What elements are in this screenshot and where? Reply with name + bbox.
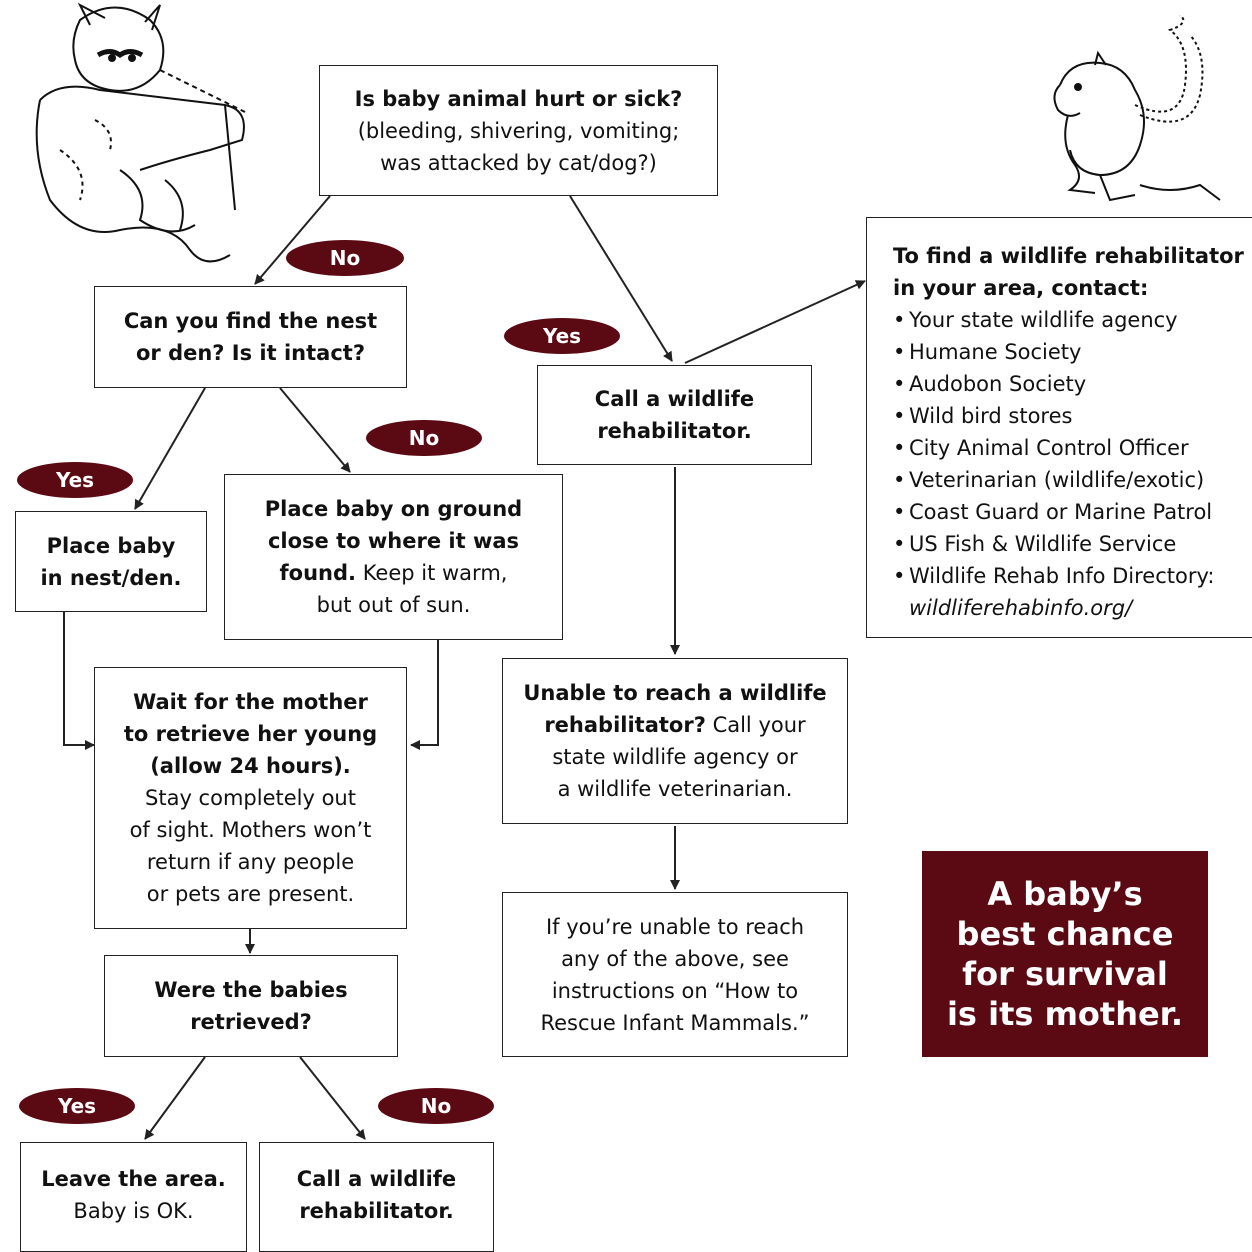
wait-line5: of sight. Mothers won’t xyxy=(129,818,372,842)
contacts-list: Your state wildlife agency Humane Societ… xyxy=(893,304,1252,624)
contacts-heading1: To find a wildlife rehabilitator xyxy=(893,244,1244,268)
unable-rehabilitator: rehabilitator? xyxy=(544,713,706,737)
label-no-top: No xyxy=(286,240,404,276)
retrieved-line2: retrieved? xyxy=(190,1010,312,1034)
place-on-ground-box: Place baby on ground close to where it w… xyxy=(224,474,563,640)
leave-line1: Leave the area. xyxy=(41,1167,226,1191)
call-bottom-line2: rehabilitator. xyxy=(299,1199,454,1223)
see-line2: any of the above, see xyxy=(561,946,789,971)
see-line3: instructions on “How to xyxy=(551,978,799,1003)
place-ground-line2: close to where it was xyxy=(267,529,520,553)
directory-url: wildliferehabinfo.org/ xyxy=(909,596,1133,620)
callout-line2: best chance xyxy=(956,915,1174,953)
see-line4: Rescue Infant Mammals.” xyxy=(540,1010,810,1035)
label-yes-bottom: Yes xyxy=(19,1088,135,1124)
contact-item: Coast Guard or Marine Patrol xyxy=(893,496,1252,528)
mother-callout: A baby’s best chance for survival is its… xyxy=(922,851,1208,1057)
place-ground-found: found. xyxy=(279,561,357,585)
place-nest-line1: Place baby xyxy=(46,533,176,558)
call-rehab-box: Call a wildlife rehabilitator. xyxy=(537,365,812,465)
question-find-nest: Can you find the nest or den? Is it inta… xyxy=(94,286,407,388)
call-bottom-line1: Call a wildlife xyxy=(296,1167,457,1191)
wait-for-mother-box: Wait for the mother to retrieve her youn… xyxy=(94,667,407,929)
contact-item: Your state wildlife agency xyxy=(893,304,1252,336)
place-in-nest-box: Place baby in nest/den. xyxy=(15,511,207,612)
squirrel-illustration xyxy=(1053,15,1221,202)
contact-item: Wild bird stores xyxy=(893,400,1252,432)
question-hurt-line1: (bleeding, shivering, vomiting; xyxy=(357,118,680,143)
call-rehab-line2: rehabilitator. xyxy=(597,419,752,443)
question-hurt-line2: was attacked by cat/dog?) xyxy=(380,150,657,175)
question-nest-line1: Can you find the nest xyxy=(123,309,378,333)
leave-line2: Baby is OK. xyxy=(73,1199,194,1223)
question-hurt-title: Is baby animal hurt or sick? xyxy=(354,86,683,111)
place-ground-line3: found. Keep it warm, xyxy=(280,557,508,589)
leave-area-box: Leave the area. Baby is OK. xyxy=(20,1142,247,1252)
wait-line2: to retrieve her young xyxy=(123,722,378,746)
callout-line3: for survival xyxy=(962,955,1168,993)
unable-to-reach-box: Unable to reach a wildlife rehabilitator… xyxy=(502,658,848,824)
contact-item: City Animal Control Officer xyxy=(893,432,1252,464)
callout-line1: A baby’s xyxy=(987,875,1143,913)
unable-line3: state wildlife agency or xyxy=(552,745,798,769)
wait-line6: return if any people xyxy=(146,850,355,874)
place-ground-line1: Place baby on ground xyxy=(264,497,523,521)
unable-line4: a wildlife veterinarian. xyxy=(557,777,793,801)
unable-line2: rehabilitator? Call your xyxy=(544,709,805,741)
wait-line7: or pets are present. xyxy=(146,882,355,906)
label-yes-nest: Yes xyxy=(17,462,133,498)
unable-line1: Unable to reach a wildlife xyxy=(523,681,827,705)
contact-item: Audobon Society xyxy=(893,368,1252,400)
wait-line1: Wait for the mother xyxy=(133,690,368,714)
call-rehab-bottom-box: Call a wildlife rehabilitator. xyxy=(259,1142,494,1252)
question-hurt-or-sick: Is baby animal hurt or sick? (bleeding, … xyxy=(319,65,718,196)
contact-item: US Fish & Wildlife Service xyxy=(893,528,1252,560)
wait-line4: Stay completely out xyxy=(145,786,356,810)
place-ground-line4: but out of sun. xyxy=(316,593,471,617)
label-no-nest: No xyxy=(366,420,482,456)
callout-line4: is its mother. xyxy=(946,995,1184,1033)
see-instructions-box: If you’re unable to reach any of the abo… xyxy=(502,892,848,1057)
question-nest-line2: or den? Is it intact? xyxy=(135,341,365,365)
contact-item: Veterinarian (wildlife/exotic) xyxy=(893,464,1252,496)
contact-item-label: Wildlife Rehab Info Directory: xyxy=(909,564,1215,588)
label-no-bottom: No xyxy=(378,1088,494,1124)
call-rehab-line1: Call a wildlife xyxy=(594,387,755,411)
contact-item: Wildlife Rehab Info Directory: wildlifere… xyxy=(893,560,1252,624)
contact-item: Humane Society xyxy=(893,336,1252,368)
contacts-box: To find a wildlife rehabilitator in your… xyxy=(866,217,1252,638)
question-retrieved: Were the babies retrieved? xyxy=(104,955,398,1057)
see-line1: If you’re unable to reach xyxy=(545,914,805,939)
wait-line3: (allow 24 hours). xyxy=(150,754,351,778)
contacts-heading2: in your area, contact: xyxy=(893,276,1149,300)
place-ground-warm: Keep it warm, xyxy=(356,561,508,585)
label-yes-top: Yes xyxy=(504,318,620,354)
unable-call-your: Call your xyxy=(705,713,806,737)
retrieved-line1: Were the babies xyxy=(154,978,348,1002)
raccoon-illustration xyxy=(35,2,246,263)
place-nest-line2: in nest/den. xyxy=(40,565,182,590)
